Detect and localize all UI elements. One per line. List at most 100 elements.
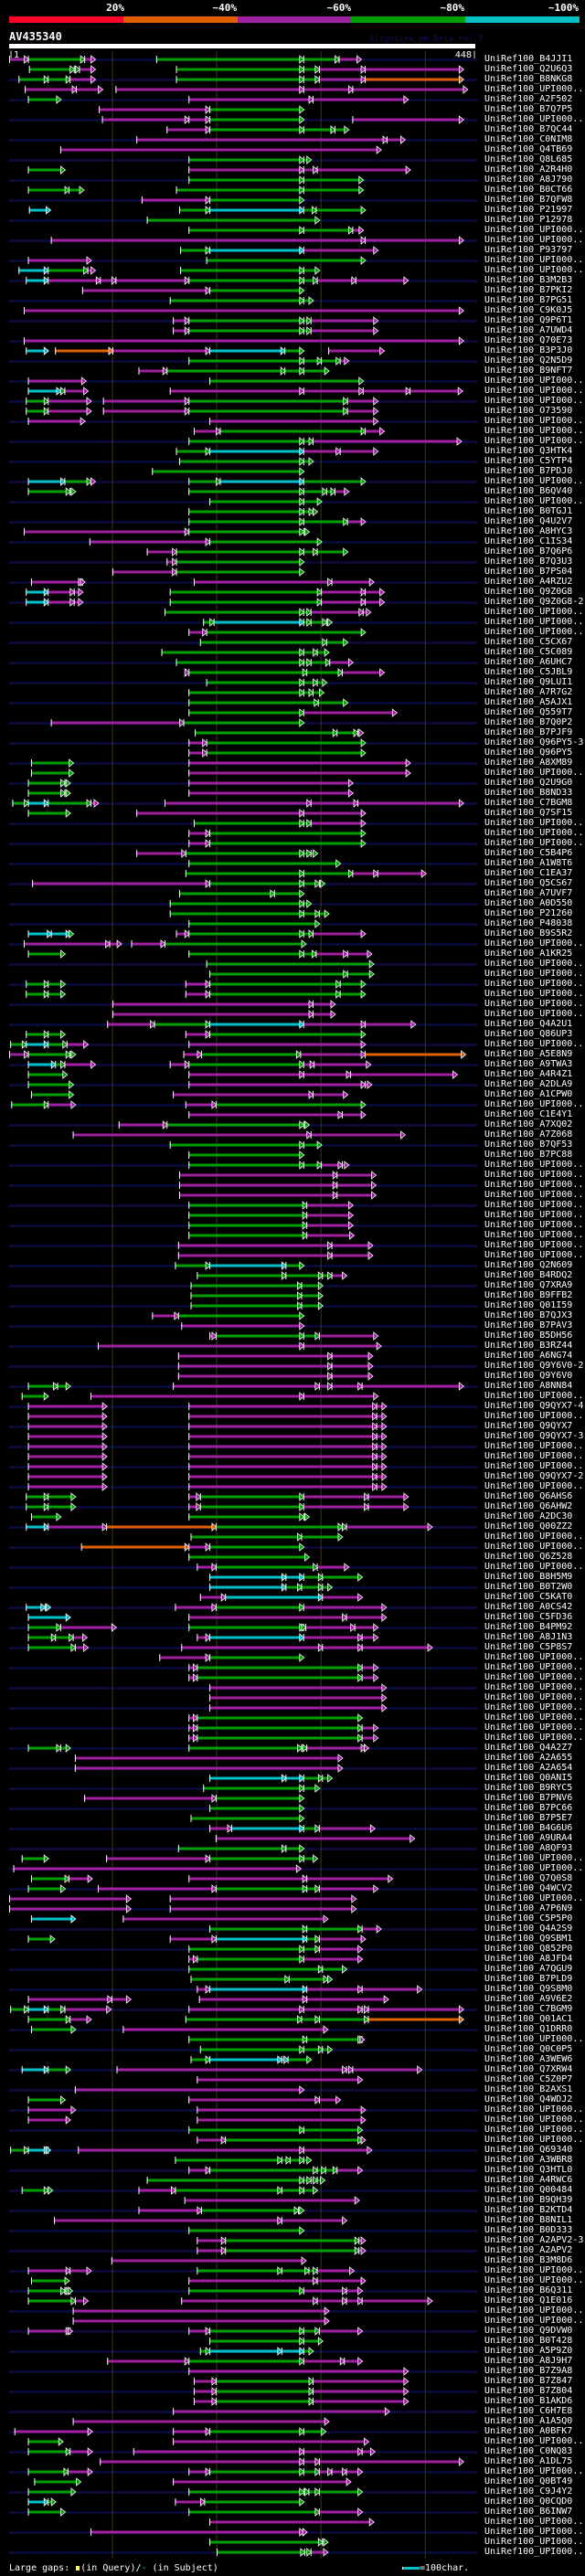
hit-label[interactable]: UniRef100_UPI000.. (484, 1009, 584, 1019)
hit-label[interactable]: UniRef100_UPI000.. (484, 376, 584, 386)
hit-label[interactable]: UniRef100_UPI000.. (484, 1652, 584, 1662)
hit-label[interactable]: UniRef100_B9QH39 (484, 2195, 573, 2205)
hit-label[interactable]: UniRef100_P21260 (484, 908, 573, 918)
hit-label[interactable]: UniRef100_A9TWA3 (484, 1059, 573, 1069)
hit-label[interactable]: UniRef100_A6UHC7 (484, 657, 573, 667)
alignment-row[interactable] (197, 2075, 364, 2084)
alignment-row[interactable] (188, 1945, 364, 1954)
alignment-row[interactable] (27, 256, 367, 265)
hit-label[interactable]: UniRef100_Q4A2Z7 (484, 1743, 573, 1753)
hit-label[interactable]: UniRef100_Q9Y6V0-2 (484, 1361, 584, 1371)
alignment-row[interactable] (188, 1211, 355, 1220)
alignment-row[interactable] (27, 1442, 388, 1451)
alignment-row[interactable] (188, 507, 319, 516)
alignment-row[interactable] (27, 1995, 389, 2004)
alignment-row[interactable] (27, 2487, 364, 2496)
alignment-row[interactable] (152, 1311, 305, 1320)
alignment-row[interactable] (30, 1874, 394, 1883)
hit-label[interactable]: UniRef100_A2DC30 (484, 1511, 573, 1521)
hit-label[interactable]: UniRef100_Q6Z528 (484, 1552, 573, 1562)
alignment-row[interactable] (30, 2025, 329, 2034)
hit-label[interactable]: UniRef100_B7Q7P5 (484, 104, 573, 114)
hit-label[interactable]: UniRef100_B7Q0P2 (484, 717, 573, 727)
hit-label[interactable]: UniRef100_C9K0J5 (484, 305, 573, 315)
alignment-row[interactable] (209, 1804, 305, 1813)
alignment-row[interactable] (169, 296, 314, 305)
hit-label[interactable]: UniRef100_UPI000.. (484, 496, 584, 506)
hit-label[interactable]: UniRef100_C5JBL9 (484, 667, 573, 677)
hit-label[interactable]: UniRef100_UPI000.. (484, 2034, 584, 2044)
hit-label[interactable]: UniRef100_UPI000.. (484, 1461, 584, 1471)
alignment-row[interactable] (27, 1472, 388, 1481)
alignment-row[interactable] (188, 628, 367, 637)
alignment-row[interactable] (169, 909, 330, 918)
alignment-row[interactable] (188, 2035, 366, 2044)
alignment-row[interactable] (101, 115, 464, 124)
alignment-row[interactable] (34, 2477, 352, 2486)
alignment-row[interactable] (197, 2136, 367, 2145)
alignment-row[interactable] (74, 1764, 344, 1773)
hit-label[interactable]: UniRef100_UPI000.. (484, 396, 584, 406)
alignment-row[interactable] (32, 879, 326, 888)
hit-label[interactable]: UniRef100_A0D550 (484, 898, 573, 908)
hit-label[interactable]: UniRef100_A8NN84 (484, 1381, 573, 1391)
alignment-row[interactable] (169, 1140, 323, 1150)
alignment-row[interactable] (178, 1181, 378, 1190)
alignment-row[interactable] (188, 1553, 311, 1562)
alignment-row[interactable] (27, 1432, 388, 1441)
hit-label[interactable]: UniRef100_UPI000.. (484, 607, 584, 617)
alignment-row[interactable] (190, 1814, 305, 1823)
hit-label[interactable]: UniRef100_B7Z9A8 (484, 2366, 573, 2376)
alignment-row[interactable] (107, 2357, 364, 2366)
alignment-row[interactable] (188, 155, 313, 164)
hit-label[interactable]: UniRef100_B7PNV6 (484, 1793, 573, 1803)
alignment-row[interactable] (188, 1201, 355, 1210)
hit-label[interactable]: UniRef100_C5KAT0 (484, 1592, 573, 1602)
alignment-row[interactable] (197, 1271, 348, 1280)
alignment-row[interactable] (209, 2518, 375, 2527)
hit-label[interactable]: UniRef100_Q9LUI1 (484, 677, 573, 687)
hit-label[interactable]: UniRef100_A1KR25 (484, 949, 573, 959)
alignment-row[interactable] (169, 899, 313, 908)
hit-label[interactable]: UniRef100_A4RWC6 (484, 2175, 573, 2185)
hit-label[interactable]: UniRef100_O73590 (484, 406, 573, 416)
alignment-row[interactable] (27, 2095, 342, 2104)
alignment-row[interactable] (199, 2347, 314, 2356)
alignment-row[interactable] (185, 869, 427, 878)
alignment-row[interactable] (27, 1633, 379, 1642)
hit-label[interactable]: UniRef100_Q6AHW2 (484, 1501, 573, 1511)
hit-label[interactable]: UniRef100_Q2N5D9 (484, 355, 573, 366)
alignment-row[interactable] (27, 1482, 388, 1491)
alignment-row[interactable] (72, 2306, 330, 2316)
hit-label[interactable]: UniRef100_A7QGU9 (484, 1964, 573, 1974)
hit-label[interactable]: UniRef100_Q6AHS6 (484, 1491, 573, 1501)
alignment-row[interactable] (209, 497, 323, 506)
alignment-row[interactable] (27, 1070, 459, 1079)
hit-label[interactable]: UniRef100_B7PJF9 (484, 727, 573, 737)
hit-label[interactable]: UniRef100_A7XQ02 (484, 1119, 573, 1129)
hit-label[interactable]: UniRef100_Q9Z0G8 (484, 587, 573, 597)
alignment-row[interactable] (199, 638, 349, 647)
alignment-row[interactable] (188, 1161, 350, 1170)
hit-label[interactable]: UniRef100_UPI000.. (484, 1702, 584, 1712)
hit-label[interactable]: UniRef100_Q4U2V7 (484, 516, 573, 526)
alignment-row[interactable] (72, 2316, 330, 2326)
alignment-row[interactable] (188, 1110, 367, 1119)
alignment-row[interactable] (118, 1120, 311, 1129)
alignment-row[interactable] (190, 1975, 334, 1984)
hit-label[interactable]: UniRef100_C5P8S7 (484, 1642, 573, 1652)
hit-label[interactable]: UniRef100_Q9QYX7 (484, 1421, 573, 1431)
hit-label[interactable]: UniRef100_Q2N609 (484, 1260, 573, 1270)
hit-label[interactable]: UniRef100_Q9DVW0 (484, 2326, 573, 2336)
alignment-row[interactable] (209, 1824, 376, 1833)
hit-label[interactable]: UniRef100_A2APV2-3 (484, 2235, 584, 2245)
hit-label[interactable]: UniRef100_B8NIL1 (484, 2215, 573, 2225)
hit-label[interactable]: UniRef100_UPI000.. (484, 84, 584, 94)
alignment-row[interactable] (27, 2286, 364, 2295)
alignment-row[interactable] (90, 2528, 308, 2537)
hit-label[interactable]: UniRef100_B7Z804 (484, 2386, 573, 2396)
alignment-row[interactable] (27, 2105, 367, 2115)
hit-label[interactable]: UniRef100_Q0C0P5 (484, 2044, 573, 2054)
alignment-row[interactable] (197, 1563, 350, 1572)
hit-label[interactable]: UniRef100_B7Z847 (484, 2376, 573, 2386)
